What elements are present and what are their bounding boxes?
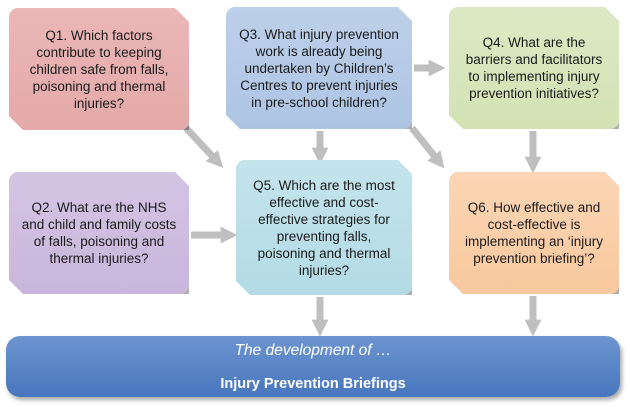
question-text-q6: Q6. How effective and cost-effective is … <box>464 200 604 266</box>
question-box-q6: Q6. How effective and cost-effective is … <box>449 172 619 294</box>
banner-subtitle: The development of … <box>234 342 392 359</box>
banner-title: Injury Prevention Briefings <box>220 376 406 392</box>
question-box-q5: Q5. Which are the most effective and cos… <box>236 160 412 295</box>
question-text-q4: Q4. What are the barriers and facilitato… <box>465 35 603 101</box>
question-text-q1: Q1. Which factors contribute to keeping … <box>29 27 169 111</box>
question-box-q3: Q3. What injury prevention work is alrea… <box>226 7 412 129</box>
question-text-q3: Q3. What injury prevention work is alrea… <box>239 26 399 110</box>
question-text-q5: Q5. Which are the most effective and cos… <box>253 177 395 278</box>
question-text-q2: Q2. What are the NHS and child and famil… <box>21 200 177 266</box>
arrow-q3-to-q6 <box>409 125 445 169</box>
arrow-q1-to-q5 <box>183 125 224 168</box>
question-box-q1: Q1. Which factors contribute to keeping … <box>9 8 189 130</box>
question-box-q4: Q4. What are the barriers and facilitato… <box>449 7 619 129</box>
outcome-banner: The development of … Injury Prevention B… <box>6 336 620 397</box>
question-box-q2: Q2. What are the NHS and child and famil… <box>9 172 189 294</box>
